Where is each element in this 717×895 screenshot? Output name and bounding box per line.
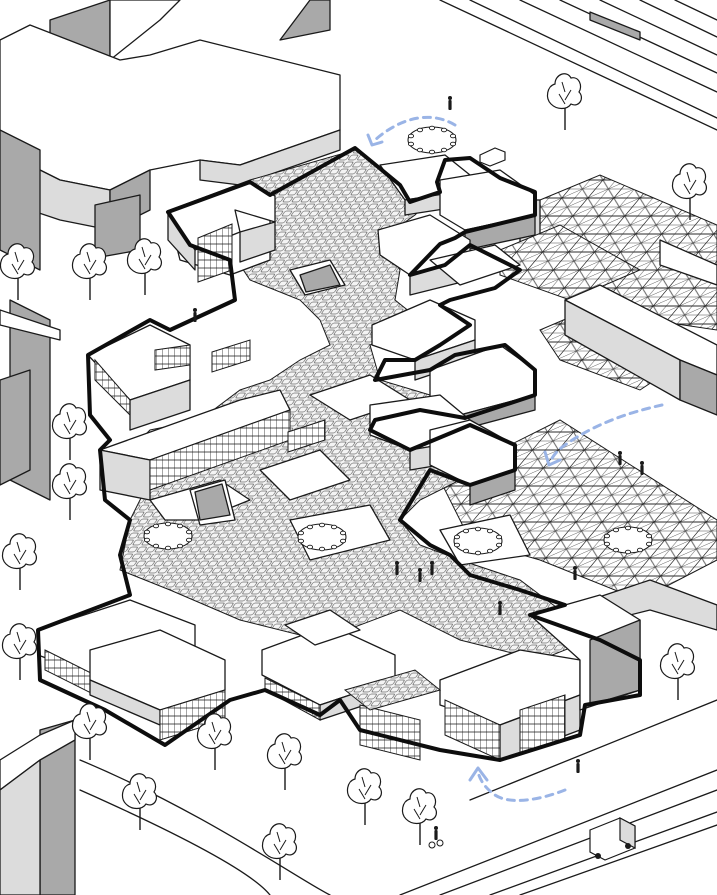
- person-icon: [430, 561, 434, 575]
- dashed-arrow-icon: [366, 115, 457, 147]
- person-icon: [498, 601, 502, 615]
- tree-icon: [266, 733, 303, 791]
- person-icon: [640, 461, 644, 475]
- person-icon: [193, 308, 197, 322]
- building-volumes: [37, 154, 641, 761]
- tree-icon: [51, 463, 88, 521]
- tree-icon: [71, 703, 108, 761]
- tree-icon: [51, 403, 88, 461]
- tree-icon: [546, 73, 583, 131]
- tree-icon: [121, 773, 158, 831]
- circular-seating-icon: [143, 521, 193, 551]
- person-icon: [576, 759, 580, 773]
- tree-icon: [1, 623, 38, 681]
- tree-icon: [1, 533, 38, 591]
- linear-building-east: [564, 284, 717, 416]
- tree-icon: [346, 768, 383, 826]
- vehicles: [428, 147, 636, 861]
- railway-tracks: [439, 0, 717, 131]
- person-icon: [395, 561, 399, 575]
- van-icon: [589, 817, 636, 861]
- car-icon: [479, 147, 506, 167]
- tree-icon: [401, 788, 438, 846]
- access-arrows: [366, 115, 664, 802]
- circular-seating-icon: [453, 526, 503, 556]
- person-icon: [448, 96, 452, 110]
- circular-seating-icon: [603, 525, 653, 555]
- dashed-arrow-icon: [543, 403, 664, 467]
- project-boundary: [36, 146, 642, 762]
- tree-icon: [71, 243, 108, 301]
- dashed-arrow-icon: [468, 766, 567, 802]
- circular-seating-icon: [407, 125, 457, 155]
- person-icon: [618, 451, 622, 465]
- tree-icon: [659, 643, 696, 701]
- context-buildings-north: [0, 0, 341, 895]
- person-icon: [573, 566, 577, 580]
- bicycle-icon: [428, 826, 444, 849]
- circular-seating-icon: [297, 522, 347, 552]
- person-icon: [418, 568, 422, 582]
